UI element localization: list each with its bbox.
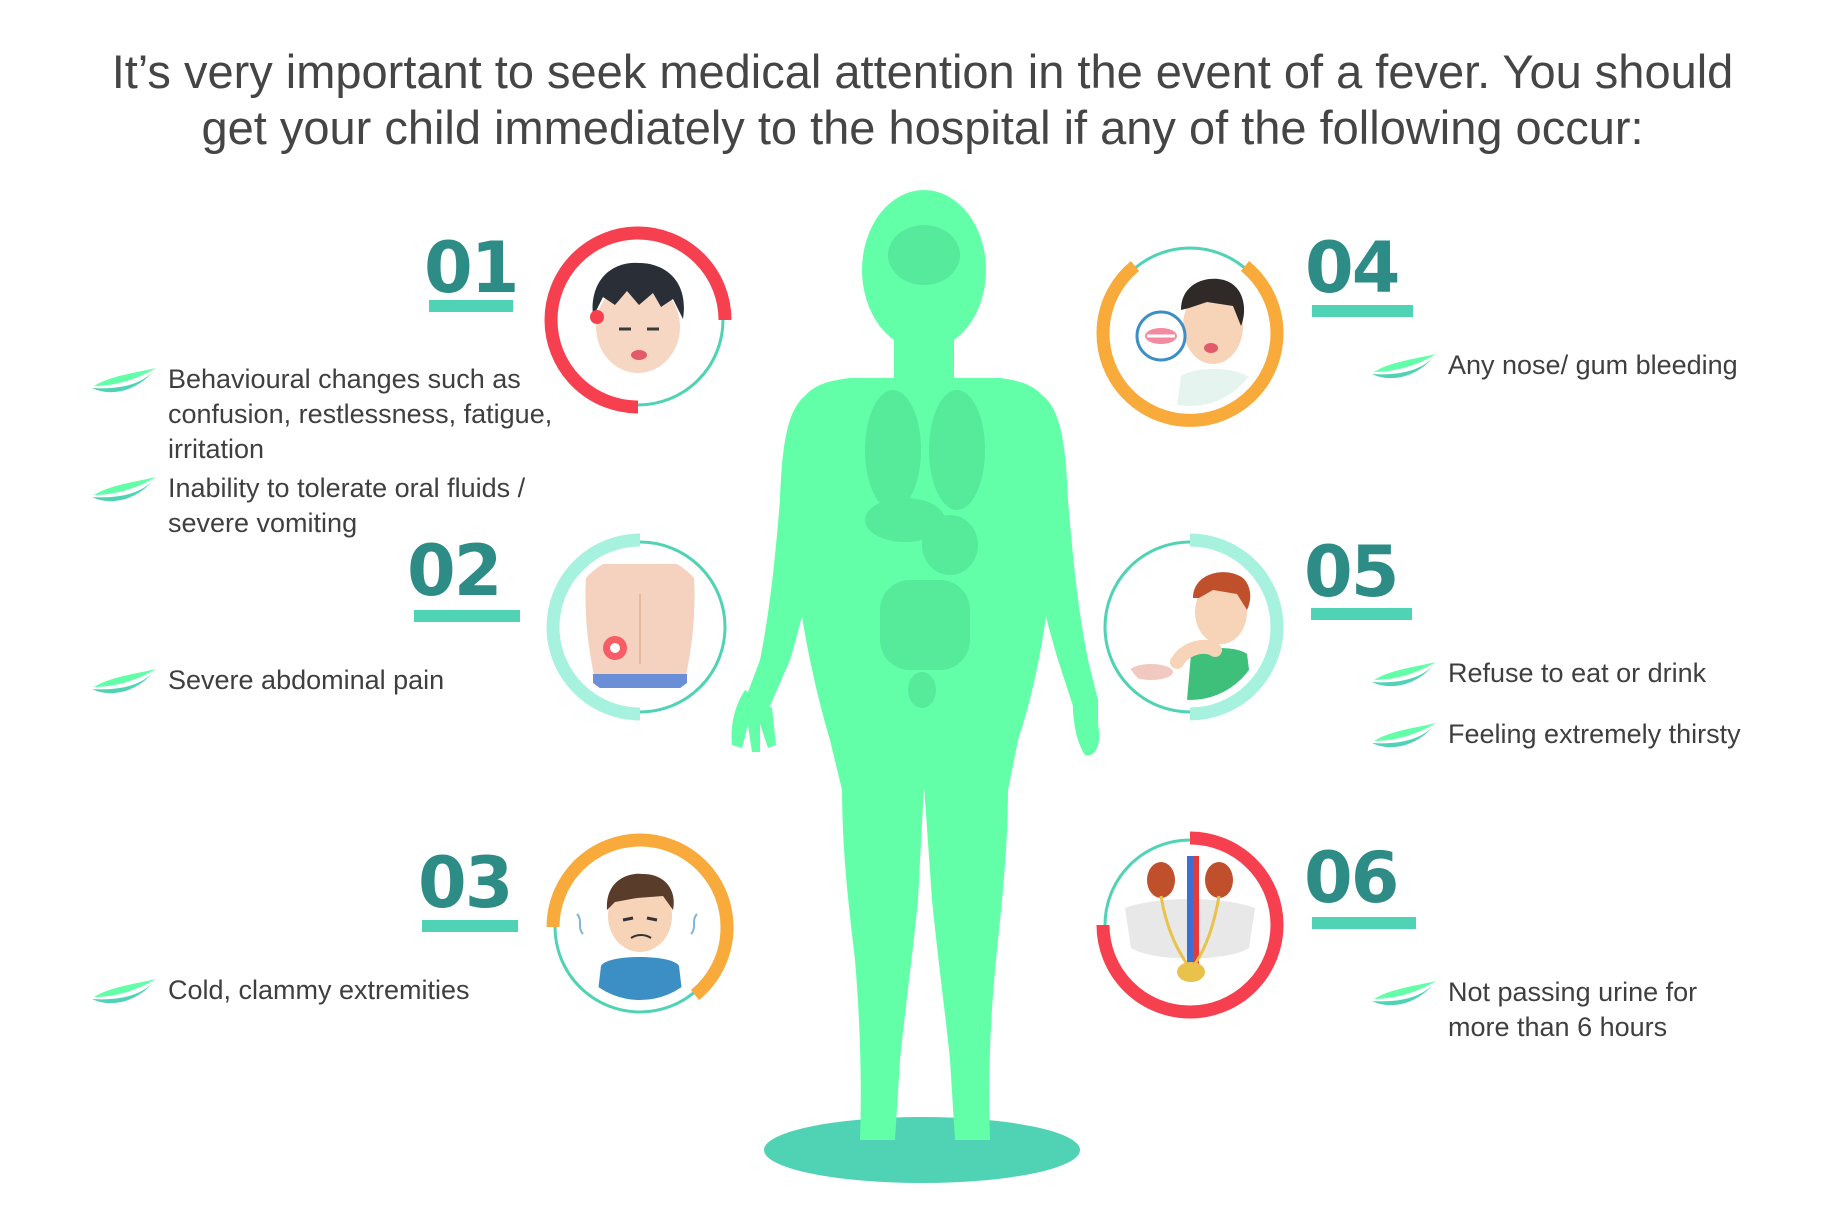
body-liver	[865, 498, 945, 542]
headline: It’s very important to seek medical atte…	[60, 44, 1785, 156]
check-leaf-icon	[1372, 723, 1436, 748]
check-leaf-icon	[1372, 981, 1436, 1006]
check-leaf-icon	[92, 669, 156, 694]
check-leaf-icon	[92, 368, 156, 393]
body-intestines	[880, 580, 970, 670]
body-right-hand	[1072, 695, 1100, 756]
body-left-leg	[842, 785, 924, 1140]
section-01-item-2-text: Inability to tolerate oral fluids / seve…	[168, 473, 526, 538]
section-04-item-1: Any nose/ gum bleeding	[1370, 348, 1810, 384]
body-lung-left	[865, 390, 921, 510]
gum-bleeding-child-icon	[1117, 260, 1263, 406]
check-leaf-icon	[1372, 662, 1436, 687]
check-leaf-icon	[92, 477, 156, 502]
section-05-item-1-text: Refuse to eat or drink	[1448, 658, 1707, 688]
section-02-number: 02	[407, 530, 502, 612]
section-01-item-2: Inability to tolerate oral fluids / seve…	[90, 471, 610, 541]
body-left-arm	[745, 395, 835, 706]
headline-line-1: It’s very important to seek medical atte…	[111, 45, 1734, 98]
abdominal-pain-torso-icon	[567, 554, 713, 700]
headline-line-2: get your child immediately to the hospit…	[201, 101, 1644, 154]
refusing-food-child-icon	[1117, 554, 1263, 700]
section-05-underline	[1311, 608, 1412, 620]
section-05-item-1: Refuse to eat or drink	[1370, 656, 1810, 692]
section-04-underline	[1312, 305, 1413, 317]
check-leaf-icon	[92, 979, 156, 1004]
section-01-item-1-text: Behavioural changes such as confusion, r…	[168, 364, 553, 464]
section-06-number: 06	[1304, 837, 1399, 919]
section-04-number: 04	[1305, 227, 1400, 309]
section-03-number: 03	[418, 842, 513, 924]
body-right-leg	[924, 785, 1008, 1140]
section-05-item-2-text: Feeling extremely thirsty	[1448, 719, 1741, 749]
section-05-item-2: Feeling extremely thirsty	[1370, 717, 1810, 753]
sick-child-face-icon	[565, 247, 711, 393]
section-01-number: 01	[424, 227, 519, 309]
section-01-ring	[543, 225, 733, 415]
section-04-ring	[1095, 238, 1285, 428]
body-bladder	[908, 672, 936, 708]
section-06-item-1: Not passing urine for more than 6 hours	[1370, 975, 1810, 1045]
check-leaf-icon	[1372, 354, 1436, 379]
section-04-item-1-text: Any nose/ gum bleeding	[1448, 350, 1738, 380]
section-03-item-1-text: Cold, clammy extremities	[168, 975, 470, 1005]
section-02-item-1: Severe abdominal pain	[90, 663, 610, 699]
shivering-child-icon	[567, 854, 713, 1000]
body-right-arm	[1013, 395, 1098, 706]
body-brain	[888, 225, 960, 285]
body-left-hand	[731, 690, 776, 752]
section-02-item-1-text: Severe abdominal pain	[168, 665, 445, 695]
section-03-ring	[545, 832, 735, 1022]
body-neck	[894, 330, 954, 390]
section-06-underline	[1312, 917, 1416, 929]
body-stomach	[922, 515, 978, 575]
section-02-underline	[414, 610, 520, 622]
section-01-item-1: Behavioural changes such as confusion, r…	[90, 362, 610, 467]
section-06-ring	[1095, 830, 1285, 1020]
section-05-number: 05	[1304, 531, 1399, 613]
section-05-ring	[1095, 532, 1285, 722]
kidney-urinary-icon	[1117, 852, 1263, 998]
section-02-ring	[545, 532, 735, 722]
section-03-item-1: Cold, clammy extremities	[90, 973, 610, 1009]
section-03-underline	[422, 920, 518, 932]
section-06-item-1-text: Not passing urine for more than 6 hours	[1448, 977, 1698, 1042]
body-lung-right	[929, 390, 985, 510]
body-shadow	[764, 1117, 1080, 1183]
section-01-underline	[429, 300, 513, 312]
